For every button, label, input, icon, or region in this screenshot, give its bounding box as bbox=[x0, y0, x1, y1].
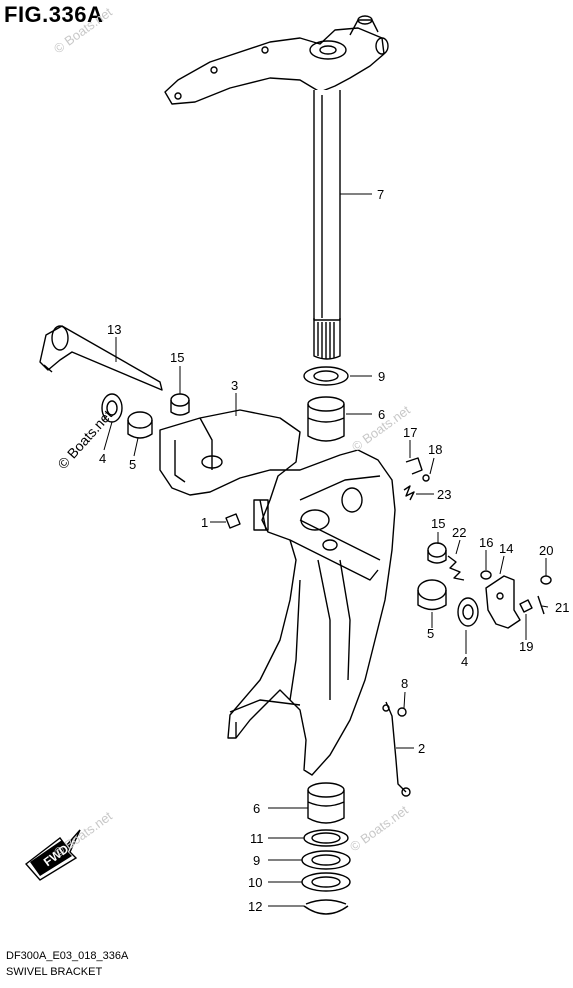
tilt-tube-13 bbox=[39, 325, 163, 391]
callout-23: 23 bbox=[437, 487, 451, 502]
fwd-arrow-icon: FWD bbox=[24, 829, 81, 881]
bolt-16 bbox=[480, 570, 492, 580]
callout-3: 3 bbox=[231, 378, 238, 393]
callout-21: 21 bbox=[555, 600, 569, 615]
bushing-15-right bbox=[427, 542, 447, 564]
callout-4-left: 4 bbox=[99, 451, 106, 466]
ground-lead-2 bbox=[382, 701, 411, 797]
washer-9-lower bbox=[301, 850, 351, 870]
callout-9-lower: 9 bbox=[253, 853, 260, 868]
callout-labels: 7 13 15 3 9 6 17 18 4 5 23 1 15 22 16 14… bbox=[99, 187, 569, 914]
callout-7: 7 bbox=[377, 187, 384, 202]
figure-code: DF300A_E03_018_336A bbox=[6, 950, 129, 962]
callout-2: 2 bbox=[418, 741, 425, 756]
spring-22 bbox=[447, 555, 465, 581]
callout-4-right: 4 bbox=[461, 654, 468, 669]
callout-16: 16 bbox=[479, 535, 493, 550]
bushing-6-upper bbox=[307, 396, 345, 442]
callout-17: 17 bbox=[403, 425, 417, 440]
callout-5-right: 5 bbox=[427, 626, 434, 641]
bushing-5-left bbox=[127, 411, 153, 439]
callout-11: 11 bbox=[250, 831, 264, 846]
callout-8: 8 bbox=[401, 676, 408, 691]
callout-12: 12 bbox=[248, 899, 262, 914]
spring-23 bbox=[403, 485, 415, 501]
washer-9 bbox=[303, 366, 349, 386]
washer-11 bbox=[303, 829, 349, 847]
steering-arm bbox=[164, 15, 389, 105]
bolt-8 bbox=[397, 707, 407, 717]
pin-21 bbox=[537, 595, 545, 615]
washer-10 bbox=[301, 872, 351, 892]
callout-6-lower: 6 bbox=[253, 801, 260, 816]
watermark-bottom-left: © Boats.net bbox=[51, 808, 115, 860]
leader-lines bbox=[103, 193, 549, 907]
washer-20 bbox=[540, 575, 552, 585]
steering-shaft bbox=[313, 90, 341, 360]
callout-1: 1 bbox=[201, 515, 208, 530]
screw-18 bbox=[422, 474, 430, 482]
lever-14 bbox=[485, 575, 521, 629]
callout-9-upper: 9 bbox=[378, 369, 385, 384]
callout-10: 10 bbox=[248, 875, 262, 890]
snap-ring-12 bbox=[303, 899, 349, 915]
bushing-6-lower bbox=[307, 782, 345, 824]
clip-17 bbox=[405, 457, 423, 475]
figure-title: FIG.336A bbox=[4, 2, 104, 27]
callout-15-right: 15 bbox=[431, 516, 445, 531]
callout-14: 14 bbox=[499, 541, 513, 556]
callout-22: 22 bbox=[452, 525, 466, 540]
swivel-bracket-body bbox=[159, 409, 396, 776]
nut-19 bbox=[519, 599, 533, 613]
figure-name: SWIVEL BRACKET bbox=[6, 966, 103, 978]
callout-6-upper: 6 bbox=[378, 407, 385, 422]
bolt-1 bbox=[225, 513, 241, 529]
washer-4-right bbox=[457, 597, 479, 627]
callout-18: 18 bbox=[428, 442, 442, 457]
bushing-5-right bbox=[417, 579, 447, 611]
callout-5-left: 5 bbox=[129, 457, 136, 472]
watermark-bottom-right: © Boats.net bbox=[347, 802, 411, 854]
callout-13: 13 bbox=[107, 322, 121, 337]
callout-19: 19 bbox=[519, 639, 533, 654]
callout-15-upper: 15 bbox=[170, 350, 184, 365]
callout-20: 20 bbox=[539, 543, 553, 558]
bushing-15-left bbox=[170, 393, 190, 416]
watermark-top: © Boats.net bbox=[51, 4, 115, 56]
